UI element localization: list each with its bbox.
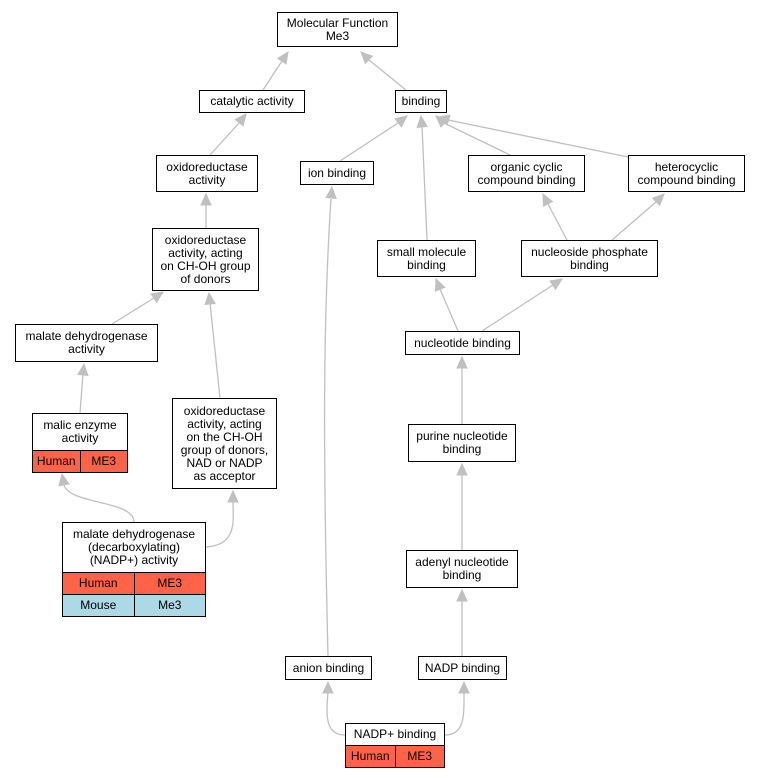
annotation-row: Human ME3 [346, 746, 444, 767]
node-organic-cyclic-compound-binding[interactable]: organic cyclic compound binding [468, 155, 585, 192]
arrowhead [549, 278, 564, 291]
arrowhead [360, 51, 374, 65]
node-nucleotide-binding[interactable]: nucleotide binding [405, 331, 520, 355]
arrowhead [456, 462, 468, 476]
arrowhead [150, 291, 165, 304]
node-ion-binding[interactable]: ion binding [300, 161, 374, 185]
node-nadp-binding[interactable]: NADP binding [418, 656, 507, 680]
edge-ionbinding-to-binding [339, 115, 408, 162]
arrowhead [434, 277, 446, 292]
edge-nucleotide-to-nucleoside [481, 278, 564, 332]
edge-choh-to-oxidoreductase [200, 192, 212, 228]
node-molecular-function-root[interactable]: Molecular Function Me3 [277, 12, 398, 47]
edge-oxidoreductase-to-catalytic [209, 113, 247, 156]
edge-malatedh-to-choh [111, 291, 165, 325]
edge-nadp-to-adenyl [456, 588, 468, 656]
edge-adenyl-to-purine [456, 462, 468, 550]
annotation-row: Human ME3 [63, 573, 205, 594]
edge-nad-to-choh [204, 291, 221, 399]
arrowhead [651, 193, 665, 207]
arrowhead [456, 588, 468, 602]
edge-heterocyclic-to-binding [436, 114, 629, 158]
gene-symbol[interactable]: ME3 [79, 451, 128, 472]
edge-nadpplus-to-nadp [444, 680, 470, 736]
node-adenyl-nucleotide-binding[interactable]: adenyl nucleotide binding [406, 550, 518, 588]
arrowhead [227, 489, 239, 503]
nadp-plus-gene-annotations: Human ME3 [345, 745, 445, 768]
edge-binding-to-root [360, 51, 407, 91]
arrowhead [200, 192, 212, 206]
edge-malatedhnadp-to-nad [205, 489, 239, 548]
edge-nucleoside-to-organic [542, 192, 568, 241]
arrowhead [234, 113, 247, 127]
node-small-molecule-binding[interactable]: small molecule binding [377, 240, 476, 277]
arrowhead [77, 362, 89, 377]
edge-catalytic-to-root [262, 50, 289, 91]
node-heterocyclic-compound-binding[interactable]: heterocyclic compound binding [628, 155, 745, 192]
gene-symbol[interactable]: ME3 [394, 746, 445, 767]
arrowhead [458, 680, 470, 694]
annotation-row: Mouse Me3 [63, 594, 205, 616]
species-label: Human [78, 576, 118, 590]
node-malic-enzyme-activity[interactable]: malic enzyme activity [32, 413, 128, 451]
arrowhead [394, 115, 408, 128]
node-purine-nucleotide-binding[interactable]: purine nucleotide binding [408, 424, 516, 462]
node-oxidoreductase-activity[interactable]: oxidoreductase activity [156, 155, 258, 192]
arrowhead [58, 472, 70, 487]
edge-nadpplus-to-anion [322, 680, 346, 736]
edge-anion-to-ionbinding [323, 185, 337, 657]
arrowhead [276, 50, 289, 65]
node-oxidoreductase-nad-nadp-acceptor[interactable]: oxidoreductase activity, acting on the C… [172, 398, 277, 489]
node-nucleoside-phosphate-binding[interactable]: nucleoside phosphate binding [521, 240, 658, 277]
edge-smallmolecule-to-binding [416, 114, 428, 241]
edge-nucleotide-to-smallmolecule [434, 277, 459, 332]
arrowhead [204, 291, 216, 306]
species-label: Human [36, 454, 76, 468]
node-oxidoreductase-choh-donors[interactable]: oxidoreductase activity, acting on CH-OH… [152, 228, 259, 291]
arrowhead [436, 114, 451, 126]
arrowhead [456, 355, 468, 369]
arrowhead [416, 114, 428, 129]
arrowhead [322, 680, 334, 694]
node-malate-dehydrogenase-activity[interactable]: malate dehydrogenase activity [15, 324, 158, 362]
arrowhead [325, 185, 337, 199]
gene-symbol[interactable]: ME3 [133, 573, 206, 594]
node-nadp-plus-binding[interactable]: NADP+ binding [345, 723, 445, 746]
node-anion-binding[interactable]: anion binding [285, 656, 372, 680]
species-label: Human [350, 749, 390, 763]
edge-purine-to-nucleotide [456, 355, 468, 424]
edge-malatedhnadp-to-malic [58, 472, 135, 523]
arrowhead [542, 192, 554, 207]
gene-symbol[interactable]: Me3 [133, 595, 206, 616]
edge-nucleoside-to-heterocyclic [611, 193, 665, 241]
node-binding[interactable]: binding [395, 90, 447, 113]
node-malate-dehydrogenase-decarboxylating-nadp[interactable]: malate dehydrogenase (decarboxylating) (… [62, 522, 206, 573]
edge-malicenzyme-to-malatedh [77, 362, 89, 414]
node-catalytic-activity[interactable]: catalytic activity [199, 90, 305, 113]
species-label: Mouse [80, 598, 117, 612]
